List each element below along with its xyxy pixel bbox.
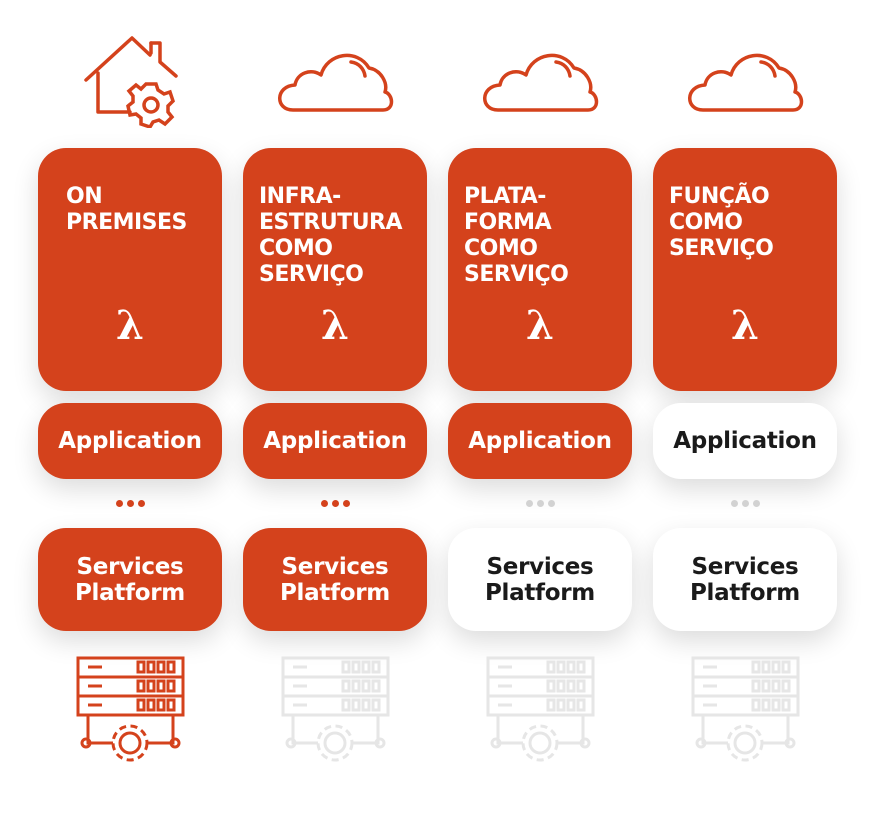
application-card: Application xyxy=(243,403,427,479)
lambda-icon: λ xyxy=(730,302,760,349)
application-label: Application xyxy=(263,428,407,454)
ellipsis-dots xyxy=(243,500,427,510)
application-card: Application xyxy=(38,403,222,479)
server-rack-gear-icon xyxy=(76,656,185,762)
model-title: ON PREMISES xyxy=(66,184,187,235)
column-faas: FUNÇÃO COMO SERVIÇO λ Application Servic… xyxy=(653,0,837,830)
dot xyxy=(536,500,544,507)
dot xyxy=(115,500,123,507)
lambda-icon: λ xyxy=(115,302,145,349)
ellipsis-dots xyxy=(448,500,632,510)
services-platform-card: Services Platform xyxy=(448,528,632,631)
application-label: Application xyxy=(468,428,612,454)
model-card: FUNÇÃO COMO SERVIÇO λ xyxy=(653,148,837,391)
house-gear-icon xyxy=(84,36,178,128)
dot xyxy=(342,500,350,507)
dot xyxy=(741,500,749,507)
dot xyxy=(752,500,760,507)
server-rack-gear-icon xyxy=(281,656,390,762)
model-title: FUNÇÃO COMO SERVIÇO xyxy=(669,184,774,261)
services-platform-label: Services Platform xyxy=(485,553,595,606)
services-platform-card: Services Platform xyxy=(653,528,837,631)
application-label: Application xyxy=(673,428,817,454)
services-platform-card: Services Platform xyxy=(38,528,222,631)
model-card: ON PREMISES λ xyxy=(38,148,222,391)
dot xyxy=(547,500,555,507)
column-on-premises: ON PREMISES λ Application Services Platf… xyxy=(38,0,222,830)
lambda-icon: λ xyxy=(525,302,555,349)
model-card: INFRA- ESTRUTURA COMO SERVIÇO λ xyxy=(243,148,427,391)
services-platform-card: Services Platform xyxy=(243,528,427,631)
dot xyxy=(320,500,328,507)
dot xyxy=(137,500,145,507)
application-label: Application xyxy=(58,428,202,454)
services-platform-label: Services Platform xyxy=(280,553,390,606)
model-title: INFRA- ESTRUTURA COMO SERVIÇO xyxy=(259,184,403,287)
server-rack-gear-icon xyxy=(486,656,595,762)
model-title: PLATA- FORMA COMO SERVIÇO xyxy=(464,184,569,287)
column-paas: PLATA- FORMA COMO SERVIÇO λ Application … xyxy=(448,0,632,830)
dot xyxy=(730,500,738,507)
dot xyxy=(525,500,533,507)
cloud-icon xyxy=(278,53,394,112)
column-iaas: INFRA- ESTRUTURA COMO SERVIÇO λ Applicat… xyxy=(243,0,427,830)
application-card: Application xyxy=(448,403,632,479)
services-platform-label: Services Platform xyxy=(690,553,800,606)
services-platform-label: Services Platform xyxy=(75,553,185,606)
ellipsis-dots xyxy=(38,500,222,510)
dot xyxy=(331,500,339,507)
cloud-icon xyxy=(688,53,804,112)
server-rack-gear-icon xyxy=(691,656,800,762)
dot xyxy=(126,500,134,507)
cloud-icon xyxy=(483,53,599,112)
lambda-icon: λ xyxy=(320,302,350,349)
ellipsis-dots xyxy=(653,500,837,510)
model-card: PLATA- FORMA COMO SERVIÇO λ xyxy=(448,148,632,391)
application-card: Application xyxy=(653,403,837,479)
